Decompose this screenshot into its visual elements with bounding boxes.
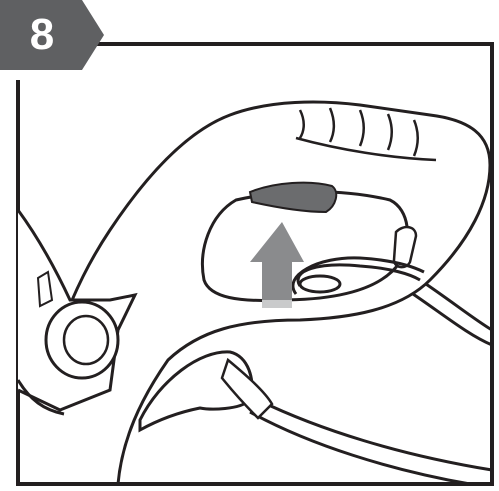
adjust-knob-inner bbox=[64, 316, 108, 364]
step-number: 8 bbox=[12, 10, 72, 60]
